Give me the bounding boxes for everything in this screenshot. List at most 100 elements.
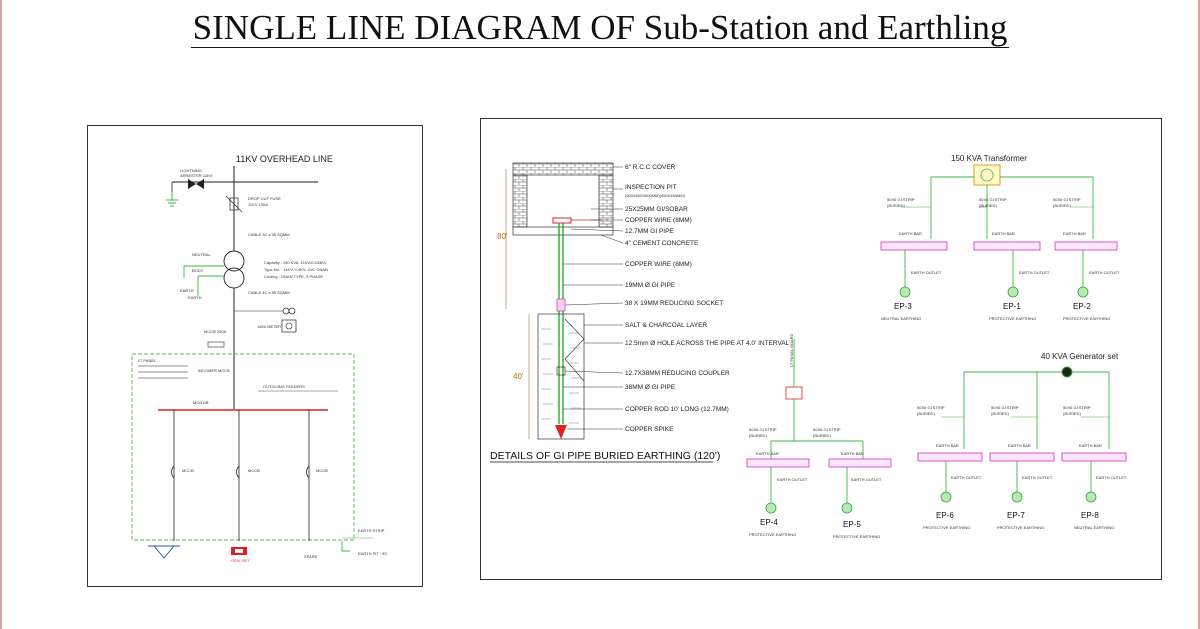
label-cement-concrete: 4" CEMENT CONCRETE	[625, 240, 699, 247]
label-copper-rod: COPPER ROD 10' LONG (12.7MM)	[625, 406, 729, 413]
earthing-details-panel: 80' 40' 6" R.C.C COVER INSPECTION PIT (6…	[480, 118, 1162, 580]
svg-text:(BURIED): (BURIED)	[1063, 411, 1081, 416]
earth-bar-gen-3	[1061, 452, 1127, 462]
svg-text:(BURIED): (BURIED)	[1053, 203, 1071, 208]
transformer-type: Type No. : 11KV, 0.4KV, ZxV, ONAN	[264, 267, 328, 272]
ep2-name: EP-2	[1073, 302, 1091, 311]
panel-earthing-group: LT PANEL BOARD 50X6 GI STRIP (BURIED) 50…	[746, 333, 892, 539]
svg-text:EARTH OUTLET: EARTH OUTLET	[951, 475, 982, 480]
charcoal-salt-pit	[537, 313, 585, 440]
earth-pit-icon-ep2	[1077, 286, 1089, 298]
svg-text:LIGHTNING: LIGHTNING	[180, 168, 202, 173]
svg-text:(BURIED): (BURIED)	[917, 411, 935, 416]
svg-text:EARTH OUTLET: EARTH OUTLET	[1022, 475, 1053, 480]
label-inspection-pit: INSPECTION PIT	[625, 184, 677, 191]
svg-text:MCCB: MCCB	[182, 468, 194, 473]
earth-pit-icon-ep4	[765, 502, 777, 514]
svg-text:EARTH OUTLET: EARTH OUTLET	[851, 477, 882, 482]
label-gi-pipe-19: 19MM Ø GI PIPE	[625, 282, 676, 289]
svg-text:50X6 GI STRIP: 50X6 GI STRIP	[1053, 197, 1081, 202]
ep6-caption: PROTECTIVE EARTHING	[923, 525, 970, 530]
generator-symbol-icon	[1061, 366, 1073, 378]
svg-text:50X6 GI STRIP: 50X6 GI STRIP	[991, 405, 1019, 410]
transformer-cooling: Cooling : ONAN TYPE, 3 PHASE	[264, 274, 323, 279]
svg-text:50X6 GI STRIP: 50X6 GI STRIP	[887, 197, 915, 202]
earth-pit-icon-ep8	[1085, 491, 1097, 503]
svg-text:DROP OUT FUSE: DROP OUT FUSE	[248, 196, 281, 201]
transformer-earth-title: 150 KVA Transformer	[951, 154, 1027, 163]
bus-label-gen-3: EARTH BAR	[1079, 443, 1102, 448]
ep5-name: EP-5	[843, 520, 861, 529]
svg-text:50X6 GI STRIP: 50X6 GI STRIP	[749, 427, 777, 432]
svg-text:EARTH OUTLET: EARTH OUTLET	[911, 270, 942, 275]
copper-spike-icon	[555, 425, 567, 439]
bus-label-panel-1: EARTH BAR	[756, 451, 779, 456]
single-line-diagram: 11KV OVERHEAD LINE LIGHTNING ARRESTER 11…	[131, 154, 387, 563]
generator-earthing-group: 40 KVA Generator set 50X6 GI STRIP (BURI…	[917, 352, 1127, 530]
ep6-name: EP-6	[936, 511, 954, 520]
svg-text:EARTH OUTLET: EARTH OUTLET	[777, 477, 808, 482]
earth-bar-gen-1	[917, 452, 983, 462]
svg-text:50X6 GI STRIP: 50X6 GI STRIP	[1063, 405, 1091, 410]
gi-pipe-earthing-detail: 80' 40' 6" R.C.C COVER INSPECTION PIT (6…	[490, 162, 790, 463]
overhead-line-label: 11KV OVERHEAD LINE	[236, 154, 333, 164]
earth-pit-icon-ep3	[899, 286, 911, 298]
earth-pit-icon-ep6	[940, 491, 952, 503]
transformer-symbol-icon	[973, 164, 1001, 186]
label-gi-pipe-small: 12.7MM GI PIPE	[625, 228, 674, 235]
gi-strip-clamp	[552, 217, 572, 224]
earth-bar-gen-2	[989, 452, 1055, 462]
earthing-details-diagram: 80' 40' 6" R.C.C COVER INSPECTION PIT (6…	[490, 154, 1127, 539]
dimension-bottom: 40'	[513, 372, 524, 381]
earth-bar-tr-2	[973, 241, 1041, 251]
svg-text:(BURIED): (BURIED)	[991, 411, 1009, 416]
bus-label-tr-3: EARTH BAR	[1063, 231, 1086, 236]
earth-bar-tr-3	[1054, 241, 1118, 251]
label-copper-wire: COPPER WIRE (8MM)	[625, 261, 692, 268]
earth-pit-icon-ep5	[841, 502, 853, 514]
earth-pit-icon-ep1	[1007, 286, 1019, 298]
page-title-text: SINGLE LINE DIAGRAM OF Sub-Station and E…	[190, 8, 1010, 48]
ep5-caption: PROTECTIVE EARTHING	[833, 534, 880, 539]
drop-out-fuse-icon	[229, 197, 239, 211]
lt-panel-box	[785, 386, 803, 400]
svg-text:MCCB: MCCB	[248, 468, 260, 473]
svg-text:50X6 GI STRIP: 50X6 GI STRIP	[979, 197, 1007, 202]
svg-text:(BURIED): (BURIED)	[813, 433, 831, 438]
dimension-top: 80'	[497, 232, 508, 241]
svg-text:LT PANEL: LT PANEL	[138, 358, 157, 363]
ep4-caption: PROTECTIVE EARTHING	[749, 532, 796, 537]
bus-label-tr-2: EARTH BAR	[992, 231, 1015, 236]
label-gi-strip: 25X25MM GI/SOBAR	[625, 206, 688, 213]
svg-text:(BURIED): (BURIED)	[749, 433, 767, 438]
svg-text:ARRESTER 11KV: ARRESTER 11KV	[180, 173, 213, 178]
ep1-name: EP-1	[1003, 302, 1021, 311]
svg-text:CABLE 4C x 95 SQMM: CABLE 4C x 95 SQMM	[248, 290, 290, 295]
label-copper-wire-top: COPPER WIRE (8MM)	[625, 217, 692, 224]
lightning-arrester-icon	[188, 179, 196, 189]
label-salt-charcoal: SALT & CHARCOAL LAYER	[625, 322, 707, 329]
reducing-socket	[556, 298, 566, 312]
transformer-capacity: Capacity : 150 KVA, 11KV/0.433KV	[264, 260, 327, 265]
svg-text:50X6 GI STRIP: 50X6 GI STRIP	[813, 427, 841, 432]
svg-text:EARTH OUTLET: EARTH OUTLET	[1089, 270, 1120, 275]
ep3-caption: NEUTRAL EARTHING	[881, 316, 921, 321]
svg-text:11KV 100A: 11KV 100A	[248, 202, 268, 207]
energy-meter-icon	[281, 319, 297, 333]
earth-bar-tr-1	[880, 241, 948, 251]
bus-label-gen-1: EARTH BAR	[936, 443, 959, 448]
svg-text:CABLE 3C x 35 SQMM: CABLE 3C x 35 SQMM	[248, 232, 290, 237]
label-pit-size: (600X600X600MM)(450X450MM)	[625, 193, 686, 198]
earth-bar-panel-2	[828, 458, 892, 468]
ep1-caption: PROTECTIVE EARTHING	[989, 316, 1036, 321]
label-copper-spike: COPPER SPIKE	[625, 426, 674, 433]
svg-text:(BURIED): (BURIED)	[979, 203, 997, 208]
earth-pit-icon-ep7	[1011, 491, 1023, 503]
svg-text:GEN. SET: GEN. SET	[231, 558, 250, 563]
svg-text:50X6 GI STRIP: 50X6 GI STRIP	[917, 405, 945, 410]
svg-text:BODY: BODY	[192, 268, 204, 273]
svg-text:MCCB 250A: MCCB 250A	[204, 329, 227, 334]
label-holes: 12.5mm Ø HOLE ACROSS THE PIPE AT 4.0' IN…	[625, 340, 790, 347]
ep8-caption: NEUTRAL EARTHING	[1074, 525, 1114, 530]
svg-text:LT PANEL BOARD: LT PANEL BOARD	[789, 333, 794, 367]
